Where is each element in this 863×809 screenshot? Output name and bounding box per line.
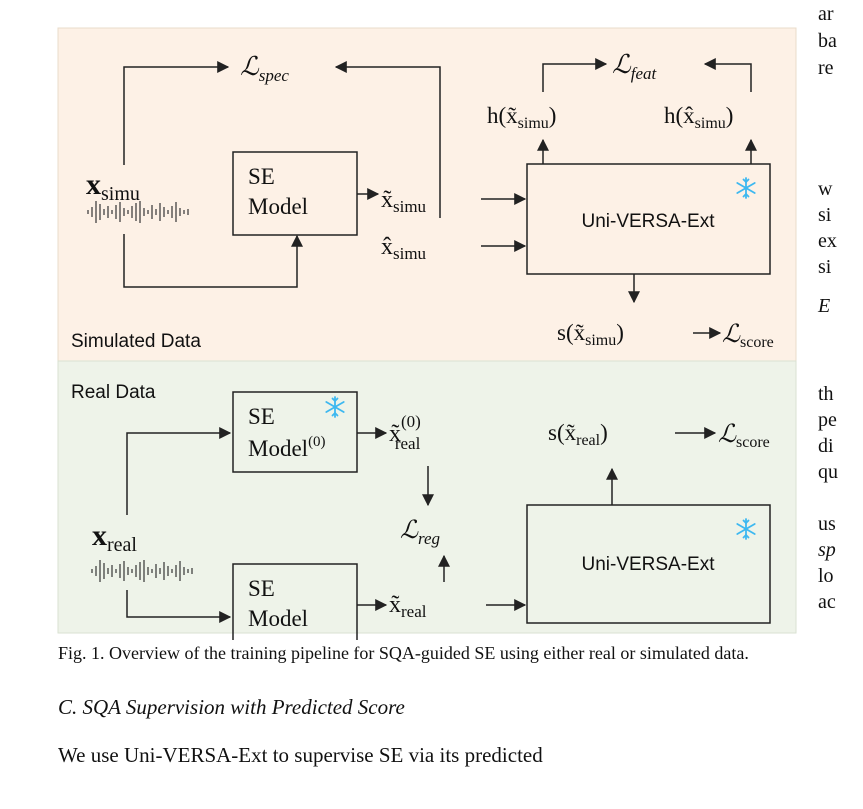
right-column-fragment: th — [818, 383, 834, 405]
simulated-data-label: Simulated Data — [71, 331, 201, 352]
subsection-title: C. SQA Supervision with Predicted Score — [58, 695, 405, 719]
arrow-xsimu-to-lspec — [123, 61, 230, 165]
uni-versa-box-real — [526, 504, 771, 624]
arrow-h-tilde-to-lfeat — [542, 58, 608, 92]
uni-versa-box-sim — [526, 163, 771, 275]
training-pipeline-diagram: Simulated Data Real Data xsimu ℒspec SE … — [57, 27, 797, 640]
arrow-xreal-to-se-model0 — [126, 427, 232, 515]
right-column-fragment: sp — [818, 539, 836, 561]
right-column-fragment: ar — [818, 3, 834, 25]
body-text: We use Uni-VERSA-Ext to supervise SE via… — [58, 743, 543, 767]
x-real-label: xreal — [92, 519, 137, 556]
uni-versa-sim-label: Uni-VERSA-Ext — [581, 211, 715, 232]
right-column-fragment: di — [818, 435, 834, 457]
real-data-label: Real Data — [71, 382, 156, 403]
right-column-fragment: ac — [818, 591, 836, 613]
arrow-xtilde-to-lspec — [334, 61, 441, 218]
x-simu-label: xsimu — [86, 168, 140, 205]
se-model-sim-line1: SE — [248, 164, 275, 189]
figure-caption: Fig. 1. Overview of the training pipelin… — [58, 643, 749, 663]
arrow-xsimu-to-se-model — [123, 234, 303, 288]
uni-versa-real-label: Uni-VERSA-Ext — [581, 554, 715, 575]
se-model-box-real — [232, 563, 358, 640]
real-data-panel — [57, 360, 797, 634]
se-model0-line2: Model(0) — [248, 434, 326, 461]
simulated-data-panel — [57, 27, 797, 362]
right-column-fragment: ba — [818, 30, 837, 52]
se-model0-box — [232, 391, 358, 473]
right-column-fragment: re — [818, 57, 834, 79]
right-column-fragment: lo — [818, 565, 834, 587]
se-model-real-line1: SE — [248, 576, 275, 601]
right-column-fragment: ex — [818, 230, 837, 252]
se-model-sim-line2: Model — [248, 194, 308, 219]
right-column-fragment: pe — [818, 409, 837, 431]
arrow-xreal-to-se-model — [126, 590, 232, 623]
right-column-fragment: us — [818, 513, 836, 535]
right-column-fragment: w — [818, 178, 833, 200]
right-column-fragment: qu — [818, 461, 838, 483]
right-column-fragment: E — [818, 295, 831, 317]
se-model0-line1: SE — [248, 404, 275, 429]
x-tilde-real-label: x̃real — [389, 592, 427, 621]
arrow-h-hat-to-lfeat — [703, 58, 752, 92]
right-column-fragment: si — [818, 204, 832, 226]
se-model-real-line2: Model — [248, 606, 308, 631]
right-column-fragment: si — [818, 256, 832, 278]
